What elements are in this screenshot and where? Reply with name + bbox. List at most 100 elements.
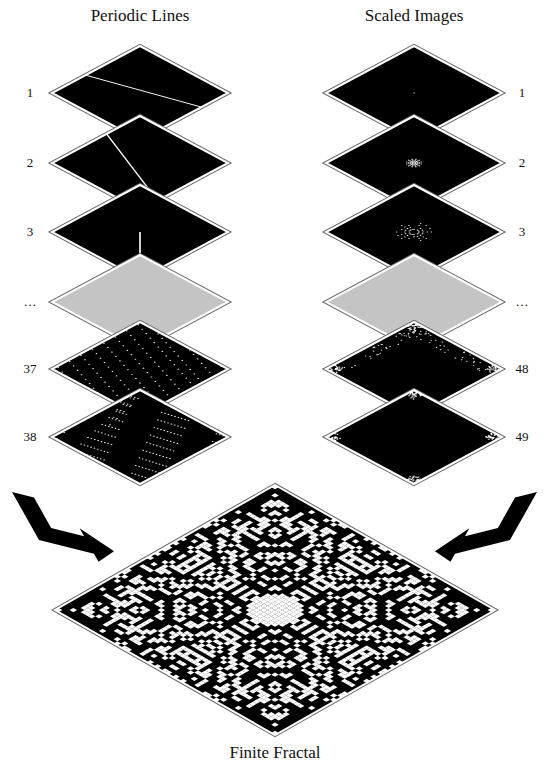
pixel bbox=[416, 336, 418, 337]
pixel bbox=[395, 336, 397, 337]
pixel bbox=[220, 365, 222, 366]
pixel bbox=[180, 427, 182, 428]
pixel bbox=[173, 364, 175, 365]
pixel bbox=[101, 424, 103, 425]
pixel bbox=[194, 633, 201, 637]
pixel bbox=[429, 641, 436, 645]
pixel bbox=[334, 566, 341, 570]
pixel bbox=[415, 391, 417, 392]
layer-content bbox=[413, 92, 415, 93]
pixel bbox=[271, 568, 278, 572]
pixel bbox=[385, 579, 392, 583]
pixel bbox=[196, 358, 198, 359]
pixel bbox=[176, 618, 183, 622]
pixel bbox=[134, 359, 136, 360]
pixel bbox=[118, 412, 120, 413]
pixel bbox=[189, 369, 191, 370]
pixel bbox=[264, 623, 271, 627]
pixel bbox=[132, 581, 139, 585]
pixel bbox=[411, 478, 413, 479]
pixel bbox=[57, 367, 59, 368]
pixel bbox=[220, 660, 227, 664]
pixel bbox=[188, 349, 190, 350]
pixel bbox=[301, 631, 308, 635]
pixel bbox=[323, 556, 330, 560]
pixel bbox=[491, 369, 493, 370]
pixel bbox=[403, 631, 410, 635]
pixel bbox=[408, 165, 410, 166]
pixel bbox=[405, 230, 407, 231]
pixel bbox=[128, 591, 135, 595]
pixel bbox=[260, 700, 267, 704]
pixel bbox=[369, 356, 371, 357]
pixel bbox=[72, 365, 74, 366]
pixel bbox=[161, 412, 163, 413]
pixel bbox=[147, 631, 154, 635]
pixel bbox=[142, 348, 144, 349]
pixel bbox=[405, 233, 407, 234]
pixel bbox=[93, 448, 95, 449]
pixel bbox=[418, 163, 420, 164]
pixel bbox=[443, 346, 445, 347]
pixel bbox=[97, 440, 99, 441]
pixel bbox=[68, 361, 70, 362]
pixel bbox=[107, 443, 109, 444]
pixel bbox=[415, 162, 417, 163]
pixel bbox=[157, 333, 159, 334]
pixel bbox=[359, 585, 366, 589]
pixel bbox=[159, 455, 161, 456]
pixel bbox=[242, 577, 249, 581]
pixel bbox=[115, 356, 117, 357]
pixel bbox=[401, 238, 403, 239]
pixel bbox=[137, 398, 139, 399]
pixel bbox=[271, 577, 278, 581]
pixel bbox=[104, 425, 106, 426]
pixel bbox=[407, 600, 414, 604]
pixel bbox=[377, 345, 379, 346]
pixel bbox=[415, 480, 417, 481]
pixel bbox=[173, 351, 175, 352]
pixel bbox=[216, 620, 223, 624]
pixel bbox=[341, 595, 348, 599]
pixel bbox=[138, 466, 140, 467]
pixel bbox=[112, 417, 114, 418]
pixel bbox=[198, 573, 205, 577]
pixel bbox=[235, 510, 242, 514]
pixel bbox=[286, 531, 293, 535]
pixel bbox=[331, 438, 333, 439]
pixel bbox=[170, 399, 172, 400]
pixel bbox=[121, 604, 128, 608]
pixel bbox=[177, 356, 179, 357]
pixel bbox=[156, 437, 158, 438]
pixel bbox=[337, 548, 344, 552]
pixel bbox=[249, 573, 256, 577]
pixel bbox=[142, 450, 144, 451]
periodic-line bbox=[85, 60, 201, 122]
pixel bbox=[319, 641, 326, 645]
pixel bbox=[435, 340, 437, 341]
pixel bbox=[485, 369, 487, 370]
pixel bbox=[126, 330, 128, 331]
pixel bbox=[94, 439, 96, 440]
pixel bbox=[174, 384, 176, 385]
pixel bbox=[440, 623, 447, 627]
pixel bbox=[430, 340, 432, 341]
pixel bbox=[336, 368, 338, 369]
pixel bbox=[319, 587, 326, 591]
pixel bbox=[115, 411, 117, 412]
pixel bbox=[180, 570, 187, 574]
pixel bbox=[253, 537, 260, 541]
pixel bbox=[169, 635, 176, 639]
pixel bbox=[122, 413, 124, 414]
pixel bbox=[268, 587, 275, 591]
pixel bbox=[180, 633, 187, 637]
pixel bbox=[279, 656, 286, 660]
pixel bbox=[99, 587, 106, 591]
pixel bbox=[370, 666, 377, 670]
pixel bbox=[422, 616, 429, 620]
pixel bbox=[374, 577, 381, 581]
pixel bbox=[209, 566, 216, 570]
pixel bbox=[412, 398, 414, 399]
pixel bbox=[249, 689, 256, 693]
pixel bbox=[422, 231, 424, 232]
